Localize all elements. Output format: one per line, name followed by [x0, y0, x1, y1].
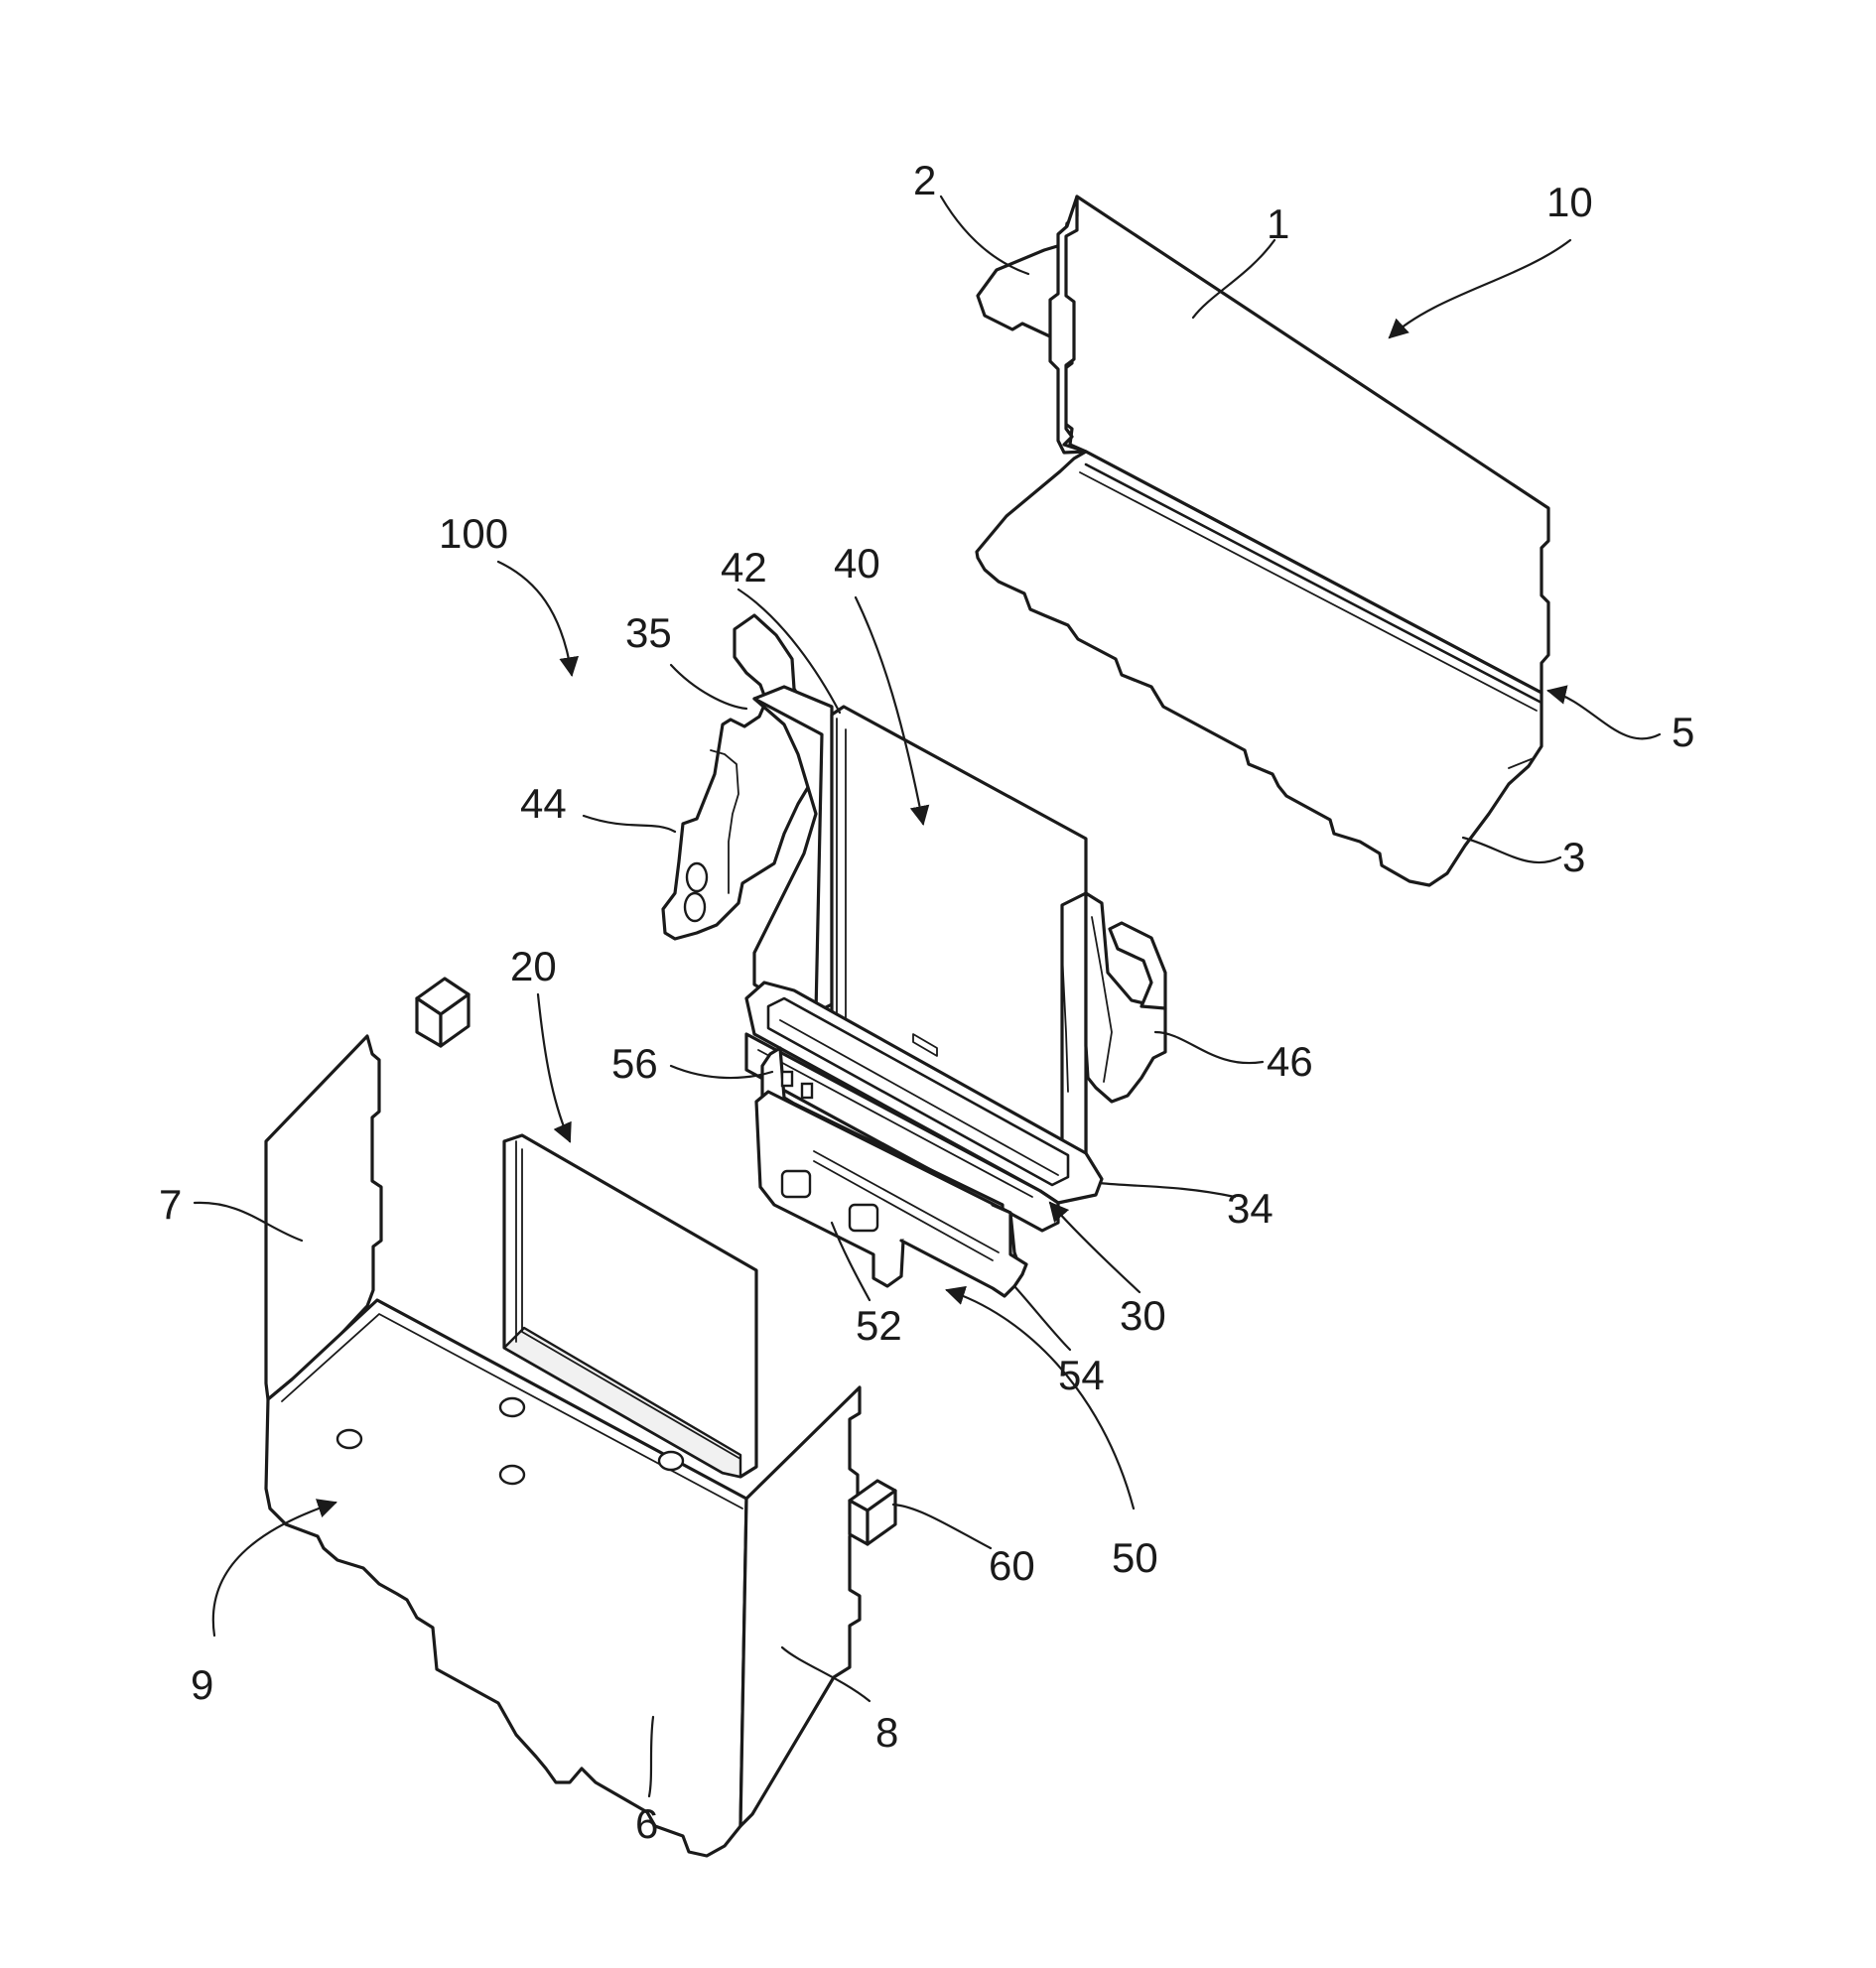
- floor-hole-3: [500, 1466, 524, 1484]
- label-20: 20: [510, 943, 557, 989]
- label-46: 46: [1267, 1038, 1313, 1085]
- floor-hole-1: [337, 1430, 361, 1448]
- label-35: 35: [625, 609, 672, 656]
- leader-5: [1548, 691, 1660, 738]
- label-34: 34: [1227, 1185, 1273, 1232]
- label-8: 8: [875, 1709, 898, 1756]
- label-52: 52: [856, 1302, 902, 1349]
- leader-34: [1100, 1183, 1235, 1197]
- label-100: 100: [439, 510, 508, 557]
- leader-50: [947, 1290, 1134, 1509]
- leader-10: [1390, 240, 1570, 337]
- terminal-window-56a: [782, 1072, 792, 1086]
- label-7: 7: [159, 1181, 182, 1228]
- label-56: 56: [611, 1040, 658, 1087]
- spacer-upper: [417, 979, 469, 1046]
- label-50: 50: [1112, 1534, 1158, 1581]
- leader-30: [1050, 1203, 1139, 1292]
- leader-20: [538, 994, 570, 1141]
- label-44: 44: [520, 780, 567, 827]
- label-30: 30: [1120, 1292, 1166, 1339]
- label-3: 3: [1562, 834, 1585, 880]
- lower-case-front-wall-8: [740, 1387, 860, 1826]
- label-5: 5: [1672, 709, 1694, 755]
- label-6: 6: [635, 1800, 658, 1847]
- label-42: 42: [721, 544, 767, 590]
- leader-35: [671, 665, 746, 709]
- floor-hole-2: [500, 1398, 524, 1416]
- terminal-window-56b: [802, 1084, 812, 1098]
- leader-100: [498, 562, 572, 675]
- leader-60: [893, 1505, 991, 1548]
- leader-3: [1463, 838, 1560, 862]
- label-40: 40: [834, 540, 880, 587]
- bracket-hole-b: [685, 893, 705, 921]
- terminal-hole-52a: [782, 1171, 810, 1197]
- label-10: 10: [1546, 179, 1593, 225]
- upper-cover: [977, 197, 1548, 885]
- label-54: 54: [1058, 1352, 1105, 1398]
- floor-hole-4: [659, 1452, 683, 1470]
- label-2: 2: [913, 157, 936, 203]
- leader-54: [1014, 1286, 1070, 1350]
- bracket-hole-a: [687, 863, 707, 891]
- terminal-hole-52b: [850, 1205, 877, 1231]
- label-9: 9: [191, 1661, 213, 1708]
- leader-44: [584, 816, 675, 832]
- label-1: 1: [1267, 200, 1289, 247]
- leader-46: [1155, 1032, 1263, 1063]
- label-60: 60: [989, 1542, 1035, 1589]
